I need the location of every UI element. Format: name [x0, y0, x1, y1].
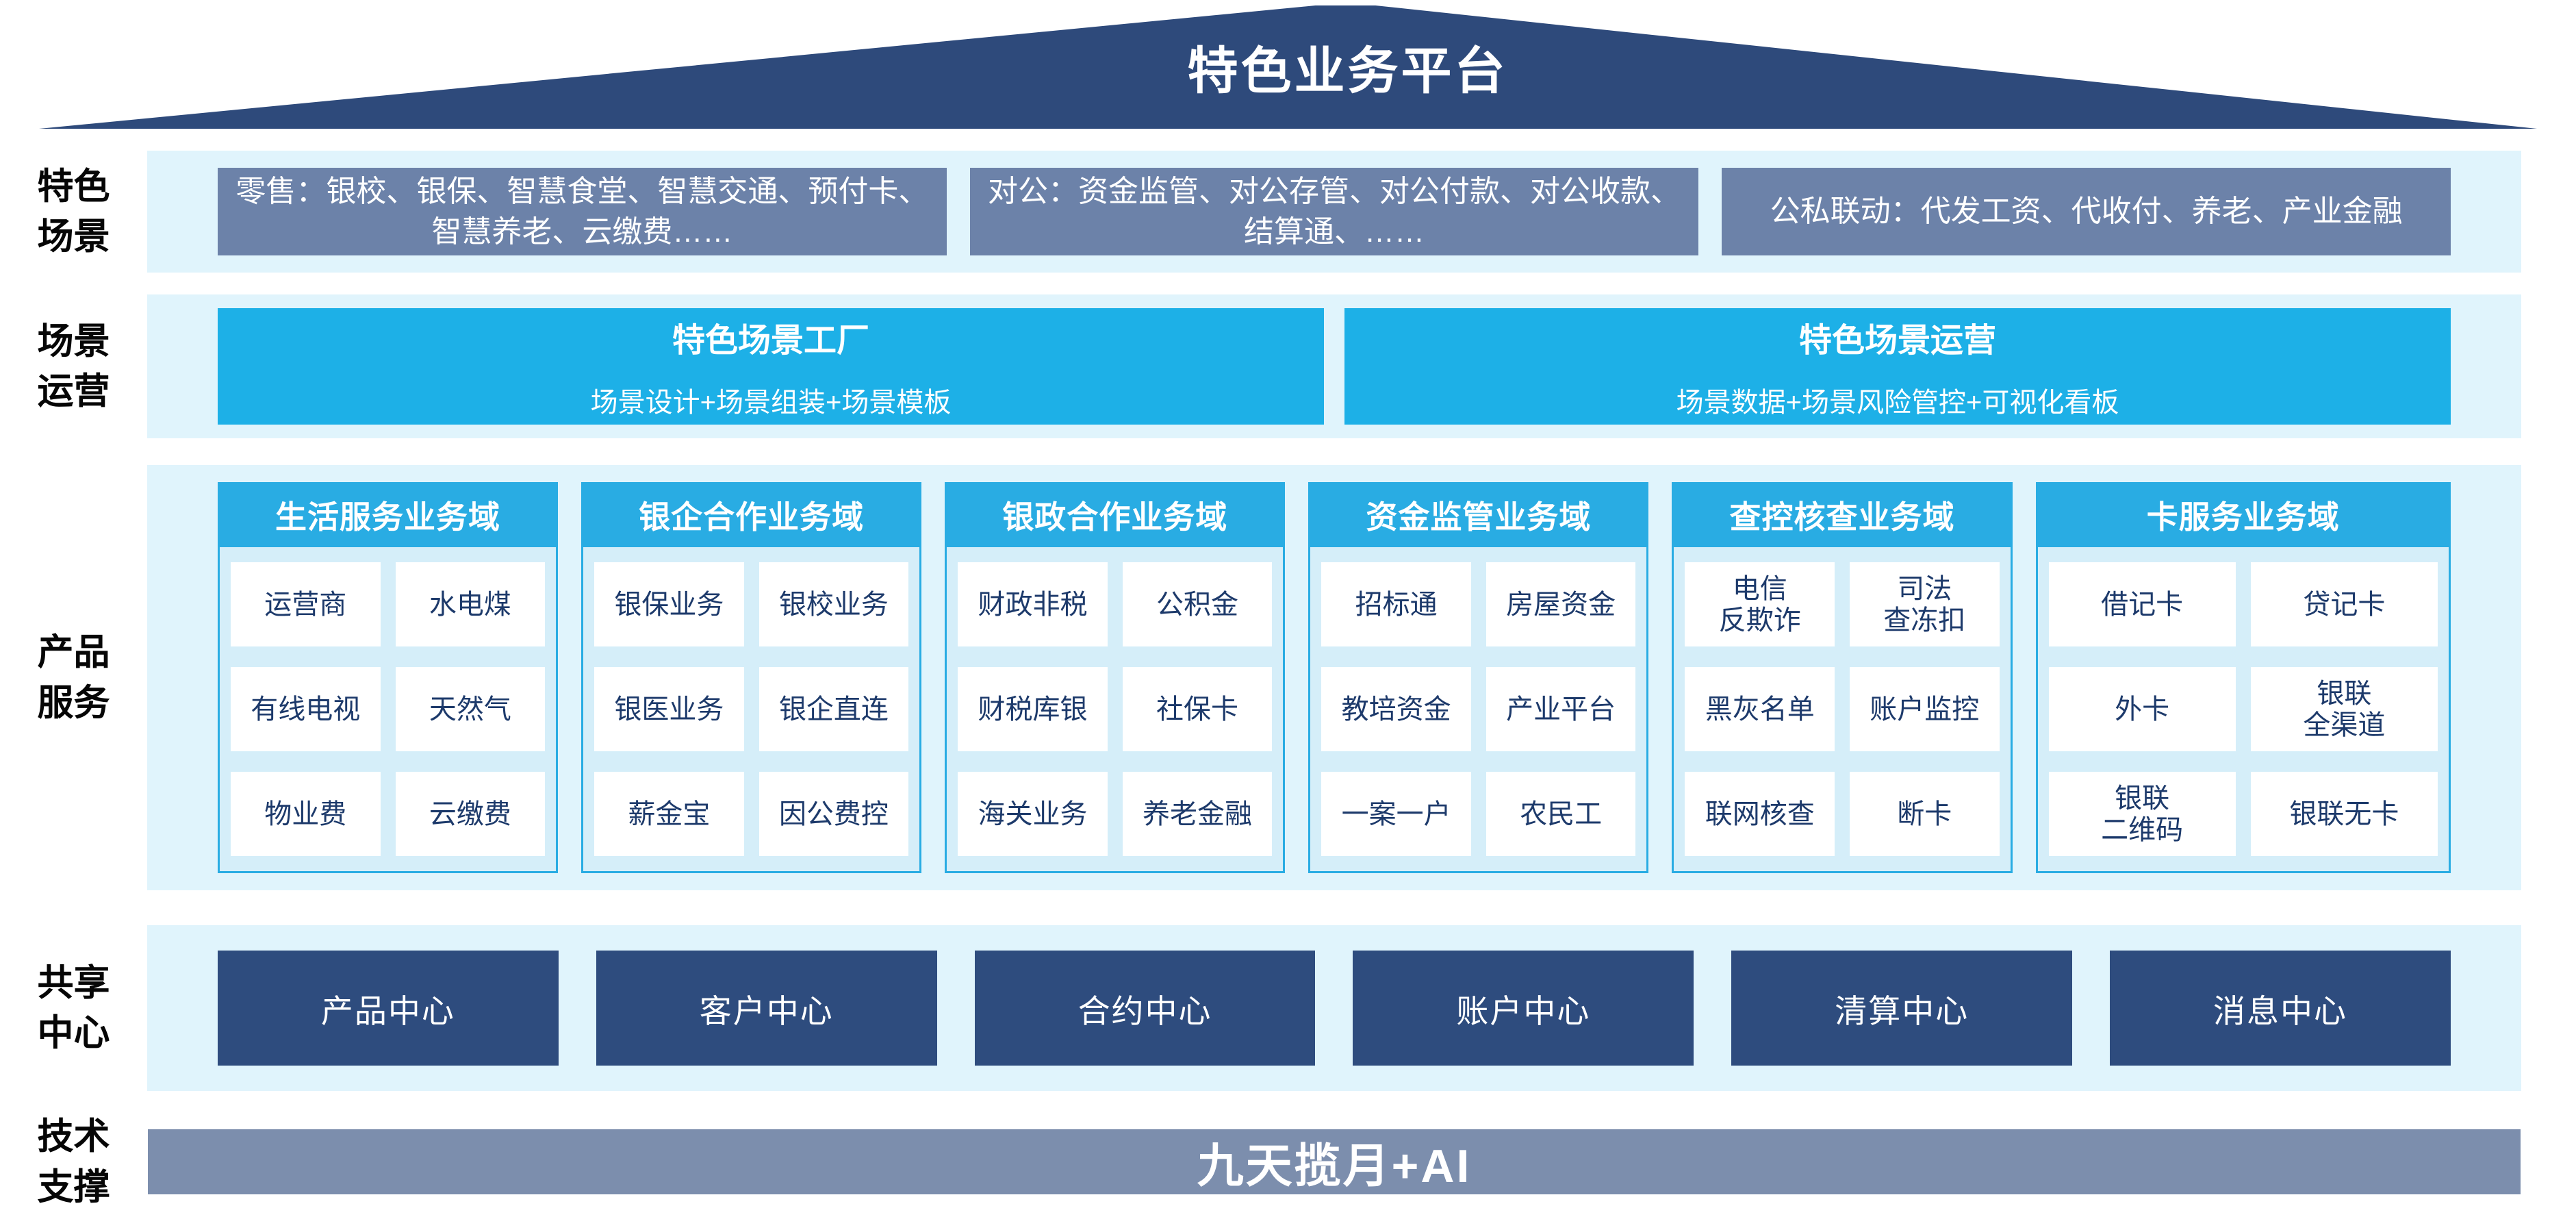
- center-box-clearing: 清算中心: [1731, 951, 2073, 1066]
- product-item: 银医业务: [594, 667, 744, 751]
- ops-box-title: 特色场景工厂: [672, 323, 869, 359]
- product-item: 水电煤: [395, 562, 546, 646]
- product-item: 天然气: [395, 667, 546, 751]
- product-item: 海关业务: [958, 772, 1108, 856]
- product-item: 借记卡: [2048, 562, 2236, 646]
- ops-box-subtitle: 场景数据+场景风险管控+可视化看板: [1676, 388, 2119, 418]
- row-label-tech: 技术 支撑: [37, 1116, 110, 1207]
- center-box-product: 产品中心: [218, 951, 559, 1066]
- scenes-band: 零售：银校、银保、智慧食堂、智慧交通、预付卡、智慧养老、云缴费…… 对公：资金监…: [147, 151, 2521, 273]
- roof-banner: 特色业务平台: [39, 5, 2537, 129]
- product-column-bank-government: 银政合作业务域 财政非税 公积金 财税库银 社保卡 海关业务 养老金融: [945, 482, 1286, 873]
- product-item: 银保业务: [594, 562, 744, 646]
- product-column-body: 电信 反欺诈 司法 查冻扣 黑灰名单 账户监控 联网核查 断卡: [1672, 547, 2013, 873]
- product-item: 银联无卡: [2250, 772, 2438, 856]
- product-item: 联网核查: [1685, 772, 1835, 856]
- product-item: 招标通: [1321, 562, 1471, 646]
- tech-support-bar: 九天揽月+AI: [148, 1129, 2521, 1194]
- products-band: 生活服务业务域 运营商 水电煤 有线电视 天然气 物业费 云缴费 银企合作业务域…: [147, 465, 2521, 890]
- product-column-header: 银政合作业务域: [945, 482, 1286, 547]
- product-item: 银校业务: [758, 562, 909, 646]
- row-label-centers: 共享 中心: [37, 962, 110, 1053]
- product-item: 教培资金: [1321, 667, 1471, 751]
- product-column-inquiry-control: 查控核查业务域 电信 反欺诈 司法 查冻扣 黑灰名单 账户监控 联网核查 断卡: [1672, 482, 2013, 873]
- product-item: 农民工: [1485, 772, 1636, 856]
- product-item: 账户监控: [1849, 667, 2000, 751]
- product-column-header: 资金监管业务域: [1308, 482, 1649, 547]
- product-item: 公积金: [1122, 562, 1273, 646]
- product-column-body: 借记卡 贷记卡 外卡 银联 全渠道 银联 二维码 银联无卡: [2035, 547, 2451, 873]
- page-title: 特色业务平台: [1187, 42, 1508, 99]
- ops-box-scene-operation: 特色场景运营 场景数据+场景风险管控+可视化看板: [1344, 308, 2451, 425]
- centers-band: 产品中心 客户中心 合约中心 账户中心 清算中心 消息中心: [147, 925, 2521, 1091]
- product-item: 外卡: [2048, 667, 2236, 751]
- product-item: 薪金宝: [594, 772, 744, 856]
- row-label-products: 产品 服务: [37, 632, 110, 723]
- product-column-card-services: 卡服务业务域 借记卡 贷记卡 外卡 银联 全渠道 银联 二维码 银联无卡: [2035, 482, 2451, 873]
- scene-box-corporate: 对公：资金监管、对公存管、对公付款、对公收款、结算通、……: [969, 168, 1699, 255]
- product-item: 因公费控: [758, 772, 909, 856]
- product-item: 司法 查冻扣: [1849, 562, 2000, 646]
- product-item: 黑灰名单: [1685, 667, 1835, 751]
- product-item: 财政非税: [958, 562, 1108, 646]
- product-column-header: 查控核查业务域: [1672, 482, 2013, 547]
- row-label-operations: 场景 运营: [37, 320, 110, 412]
- center-box-message: 消息中心: [2110, 951, 2451, 1066]
- product-column-header: 生活服务业务域: [218, 482, 559, 547]
- row-label-scenes: 特色 场景: [37, 166, 110, 257]
- product-item: 财税库银: [958, 667, 1108, 751]
- product-item: 一案一户: [1321, 772, 1471, 856]
- center-box-customer: 客户中心: [596, 951, 937, 1066]
- product-item: 电信 反欺诈: [1685, 562, 1835, 646]
- ops-box-scene-factory: 特色场景工厂 场景设计+场景组装+场景模板: [218, 308, 1324, 425]
- operations-band: 特色场景工厂 场景设计+场景组装+场景模板 特色场景运营 场景数据+场景风险管控…: [147, 294, 2521, 438]
- product-item: 养老金融: [1122, 772, 1273, 856]
- product-column-body: 财政非税 公积金 财税库银 社保卡 海关业务 养老金融: [945, 547, 1286, 873]
- product-column-fund-supervision: 资金监管业务域 招标通 房屋资金 教培资金 产业平台 一案一户 农民工: [1308, 482, 1649, 873]
- center-box-contract: 合约中心: [974, 951, 1316, 1066]
- product-item: 运营商: [231, 562, 381, 646]
- product-item: 物业费: [231, 772, 381, 856]
- center-box-account: 账户中心: [1353, 951, 1694, 1066]
- product-column-body: 运营商 水电煤 有线电视 天然气 物业费 云缴费: [218, 547, 559, 873]
- product-item: 房屋资金: [1485, 562, 1636, 646]
- product-item: 社保卡: [1122, 667, 1273, 751]
- product-item: 断卡: [1849, 772, 2000, 856]
- product-item: 产业平台: [1485, 667, 1636, 751]
- product-column-header: 卡服务业务域: [2035, 482, 2451, 547]
- product-item: 有线电视: [231, 667, 381, 751]
- product-column-body: 银保业务 银校业务 银医业务 银企直连 薪金宝 因公费控: [581, 547, 922, 873]
- product-column-body: 招标通 房屋资金 教培资金 产业平台 一案一户 农民工: [1308, 547, 1649, 873]
- product-column-life-services: 生活服务业务域 运营商 水电煤 有线电视 天然气 物业费 云缴费: [218, 482, 559, 873]
- product-column-header: 银企合作业务域: [581, 482, 922, 547]
- tech-support-label: 九天揽月+AI: [1197, 1140, 1472, 1192]
- product-item: 银联 二维码: [2048, 772, 2236, 856]
- product-column-bank-enterprise: 银企合作业务域 银保业务 银校业务 银医业务 银企直连 薪金宝 因公费控: [581, 482, 922, 873]
- product-item: 银联 全渠道: [2250, 667, 2438, 751]
- product-item: 贷记卡: [2250, 562, 2438, 646]
- product-item: 银企直连: [758, 667, 909, 751]
- product-item: 云缴费: [395, 772, 546, 856]
- scene-box-retail: 零售：银校、银保、智慧食堂、智慧交通、预付卡、智慧养老、云缴费……: [218, 168, 947, 255]
- scene-box-public-private: 公私联动：代发工资、代收付、养老、产业金融: [1722, 168, 2451, 255]
- ops-box-title: 特色场景运营: [1798, 323, 1996, 359]
- ops-box-subtitle: 场景设计+场景组装+场景模板: [590, 388, 952, 418]
